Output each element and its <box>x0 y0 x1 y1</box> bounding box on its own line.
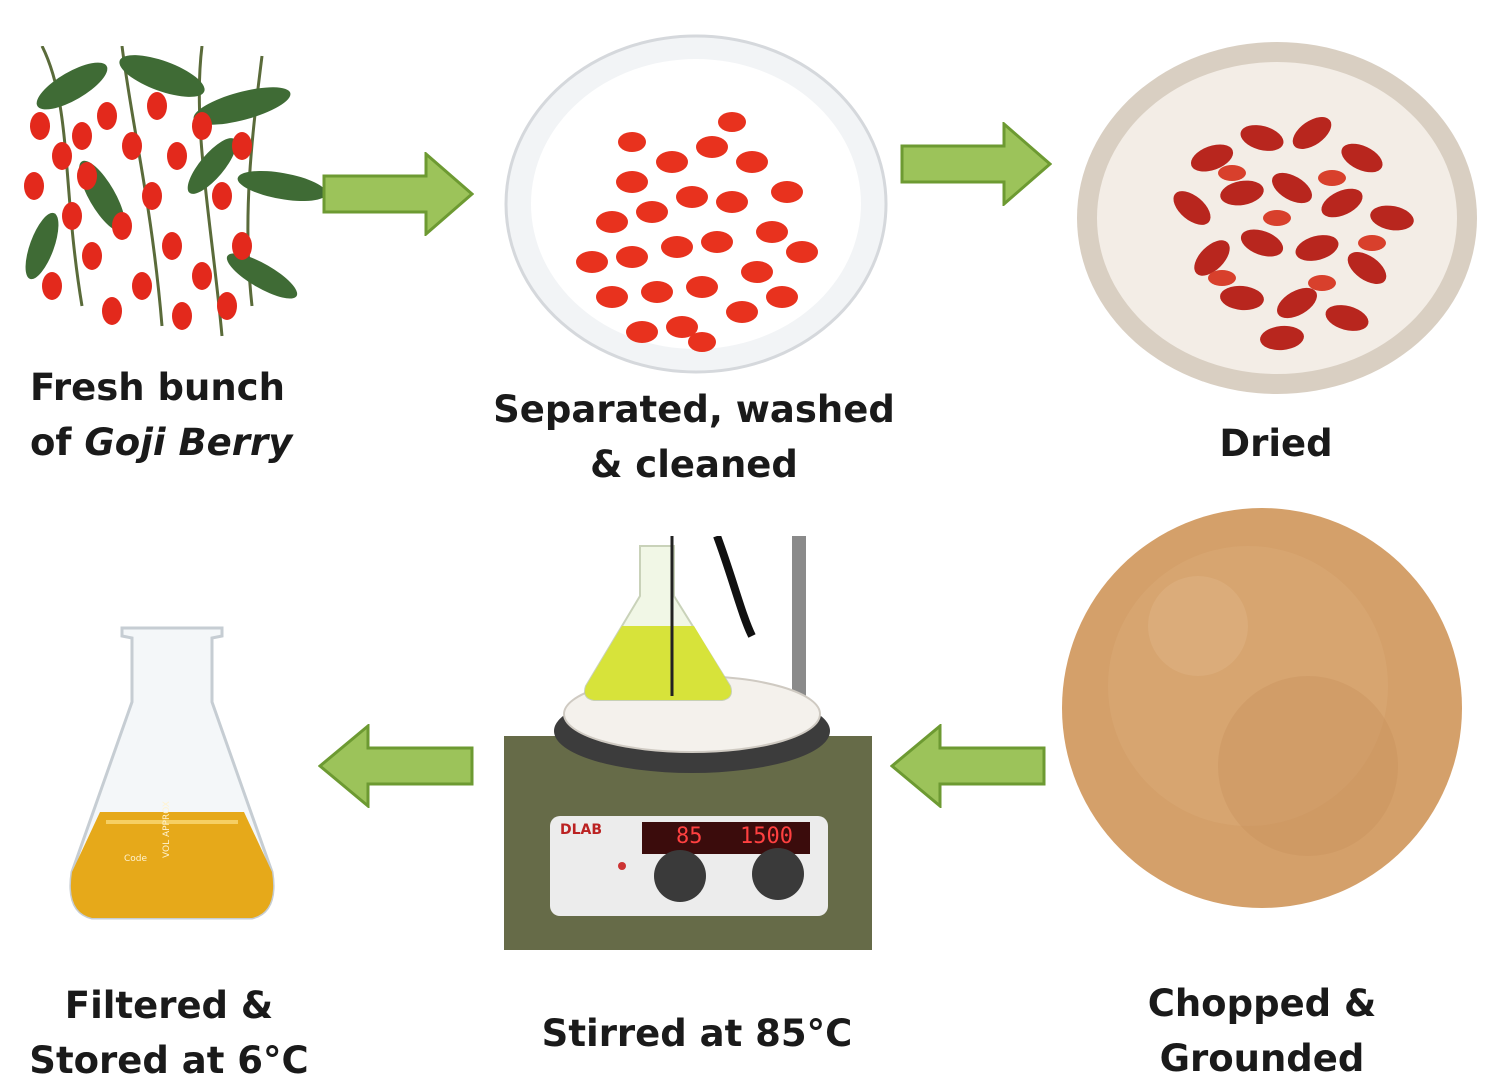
step-label-chopped: Chopped & Grounded <box>1147 982 1377 1080</box>
fresh-goji-bunch-image <box>12 46 324 346</box>
step-label-filtered: Filtered & Stored at 6°C <box>29 984 309 1082</box>
stirrer-temp-readout: 85 <box>676 824 703 849</box>
arrow-left-2 <box>318 724 474 808</box>
flask-code-marking: Code <box>124 854 148 864</box>
arrow-right-1 <box>322 152 474 236</box>
arrow-left-1 <box>890 724 1046 808</box>
stirrer-speed-readout: 1500 <box>740 824 793 849</box>
flask-vol-marking: VOL APPROX <box>162 801 172 858</box>
dried-berries-bowl-image <box>1072 38 1482 398</box>
step-label-dried: Dried <box>1219 422 1333 465</box>
step-label-fresh: Fresh bunch of Goji Berry <box>30 366 293 464</box>
step-label-separated: Separated, washed & cleaned <box>493 388 895 486</box>
arrow-right-2 <box>900 122 1052 206</box>
ground-powder-image <box>1058 506 1466 910</box>
filtered-oil-flask-image: VOL APPROX Code <box>62 622 282 922</box>
magnetic-stirrer-image: DLAB 85 1500 <box>502 536 874 952</box>
stirrer-brand: DLAB <box>560 822 603 838</box>
step-label-stirred: Stirred at 85°C <box>541 1012 853 1055</box>
washed-berries-bowl-image <box>502 32 890 377</box>
